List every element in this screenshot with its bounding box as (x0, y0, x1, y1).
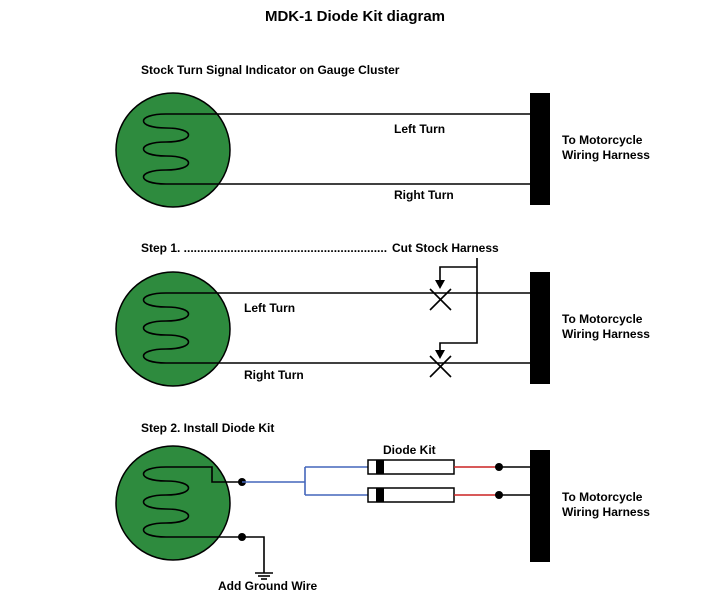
harness-connection-wire (499, 466, 530, 496)
left-turn-label: Left Turn (244, 301, 295, 315)
section1-heading: Stock Turn Signal Indicator on Gauge Clu… (141, 63, 400, 77)
arrow-down-icon (435, 280, 445, 289)
harness-label-line2: Wiring Harness (562, 327, 650, 341)
ground-icon (255, 572, 273, 580)
ground-wire (242, 536, 265, 573)
diode-kit-label: Diode Kit (383, 443, 436, 457)
pointer-line (439, 266, 477, 281)
diagram-title: MDK-1 Diode Kit diagram (265, 8, 445, 25)
pointer-line (439, 258, 478, 352)
diode-component (367, 459, 455, 475)
wiring-harness-block (530, 93, 550, 205)
right-turn-label: Right Turn (394, 188, 454, 202)
harness-label-line1: To Motorcycle (562, 312, 643, 326)
wiring-harness-block (530, 272, 550, 384)
section-step2: Step 2. Install Diode Kit Diode Kit (115, 421, 650, 593)
diode-component (367, 487, 455, 503)
arrow-down-icon (435, 350, 445, 359)
left-turn-label: Left Turn (394, 122, 445, 136)
ground-wire-label: Add Ground Wire (218, 579, 318, 593)
coil-top-wire (166, 466, 242, 483)
section-step1: Step 1. ................................… (115, 241, 650, 387)
step2-heading: Step 2. Install Diode Kit (141, 421, 274, 435)
red-wire (454, 466, 499, 496)
cut-mark-x-icon (429, 288, 452, 311)
wiring-harness-block (530, 450, 550, 562)
indicator-bulb (115, 445, 231, 561)
indicator-bulb (115, 92, 231, 208)
harness-label-line2: Wiring Harness (562, 148, 650, 162)
indicator-bulb (115, 271, 231, 387)
harness-label-line1: To Motorcycle (562, 133, 643, 147)
section-stock-indicator: Stock Turn Signal Indicator on Gauge Clu… (115, 63, 650, 208)
right-turn-label: Right Turn (244, 368, 304, 382)
cut-mark-x-icon (429, 355, 452, 378)
blue-wire (242, 466, 368, 496)
step1-heading: Step 1. ................................… (141, 241, 387, 255)
cut-harness-label: Cut Stock Harness (392, 241, 499, 255)
harness-label-line1: To Motorcycle (562, 490, 643, 504)
harness-label-line2: Wiring Harness (562, 505, 650, 519)
